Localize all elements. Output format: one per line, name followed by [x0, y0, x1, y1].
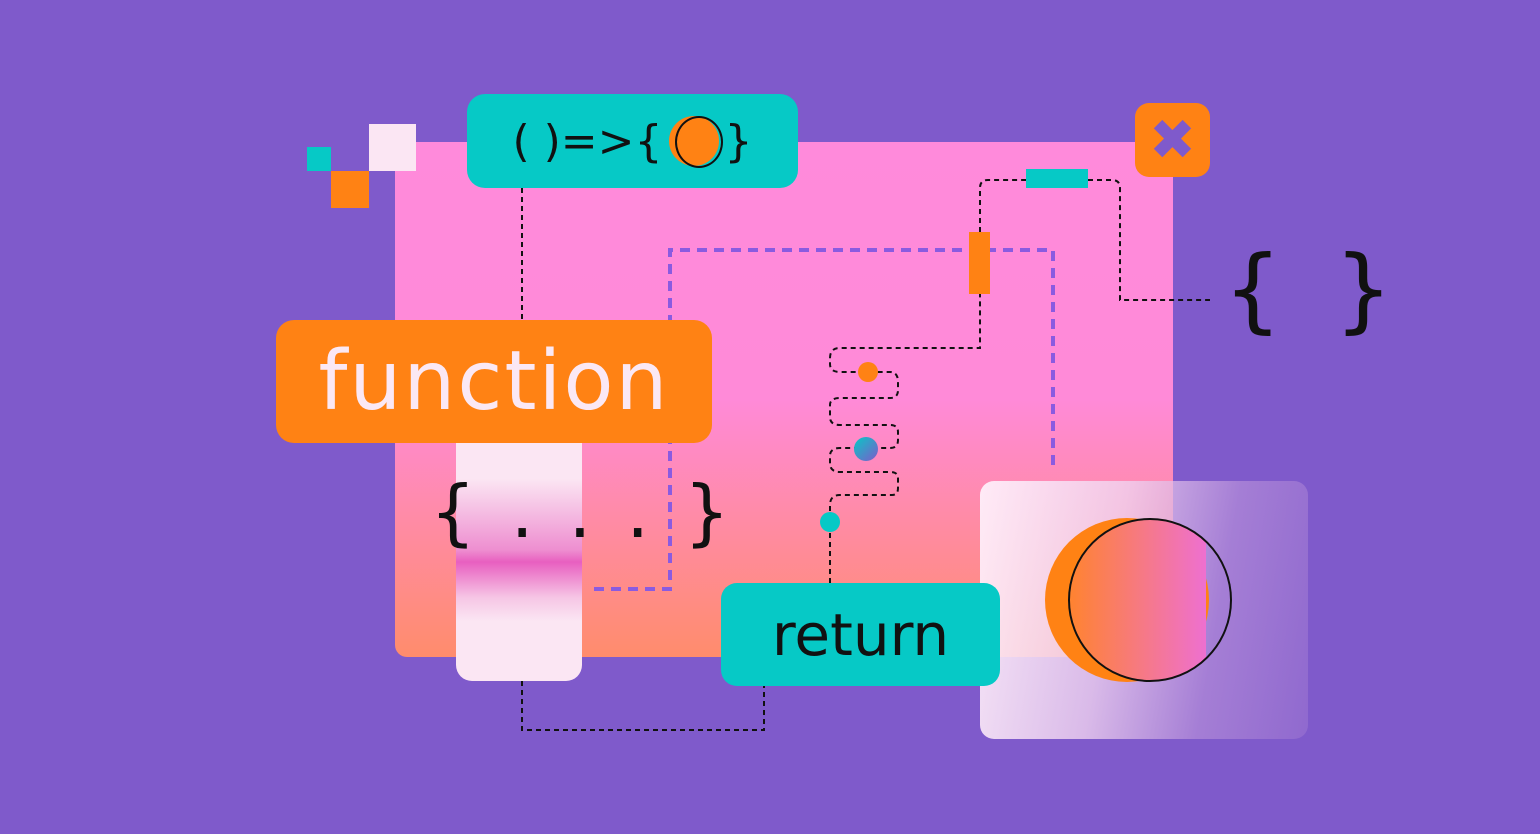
function-label: function	[318, 334, 670, 429]
braces-text: { }	[1225, 236, 1392, 343]
body-pill	[456, 443, 582, 681]
teal-bar	[1026, 169, 1088, 188]
circle-icon	[668, 116, 723, 168]
function-label-box: function	[276, 320, 712, 443]
close-icon: ✖	[1149, 107, 1196, 173]
gradient-node	[854, 437, 878, 461]
body-placeholder: { . . . }	[430, 470, 736, 554]
glass-panel	[980, 481, 1308, 739]
return-label-box: return	[721, 583, 1000, 686]
outlined-circle	[1068, 518, 1232, 682]
orange-bar	[969, 232, 990, 294]
arrow-function-box: ( )=>{ }	[467, 94, 798, 188]
teal-node	[820, 512, 840, 532]
orange-node	[858, 362, 878, 382]
arrow-function-close: }	[724, 115, 753, 167]
pixel-light	[369, 124, 416, 171]
arrow-function-open: ( )=>{	[512, 115, 663, 167]
pixel-teal	[307, 147, 331, 171]
close-button[interactable]: ✖	[1135, 103, 1210, 177]
pixel-orange	[331, 171, 369, 208]
return-label: return	[771, 600, 950, 669]
